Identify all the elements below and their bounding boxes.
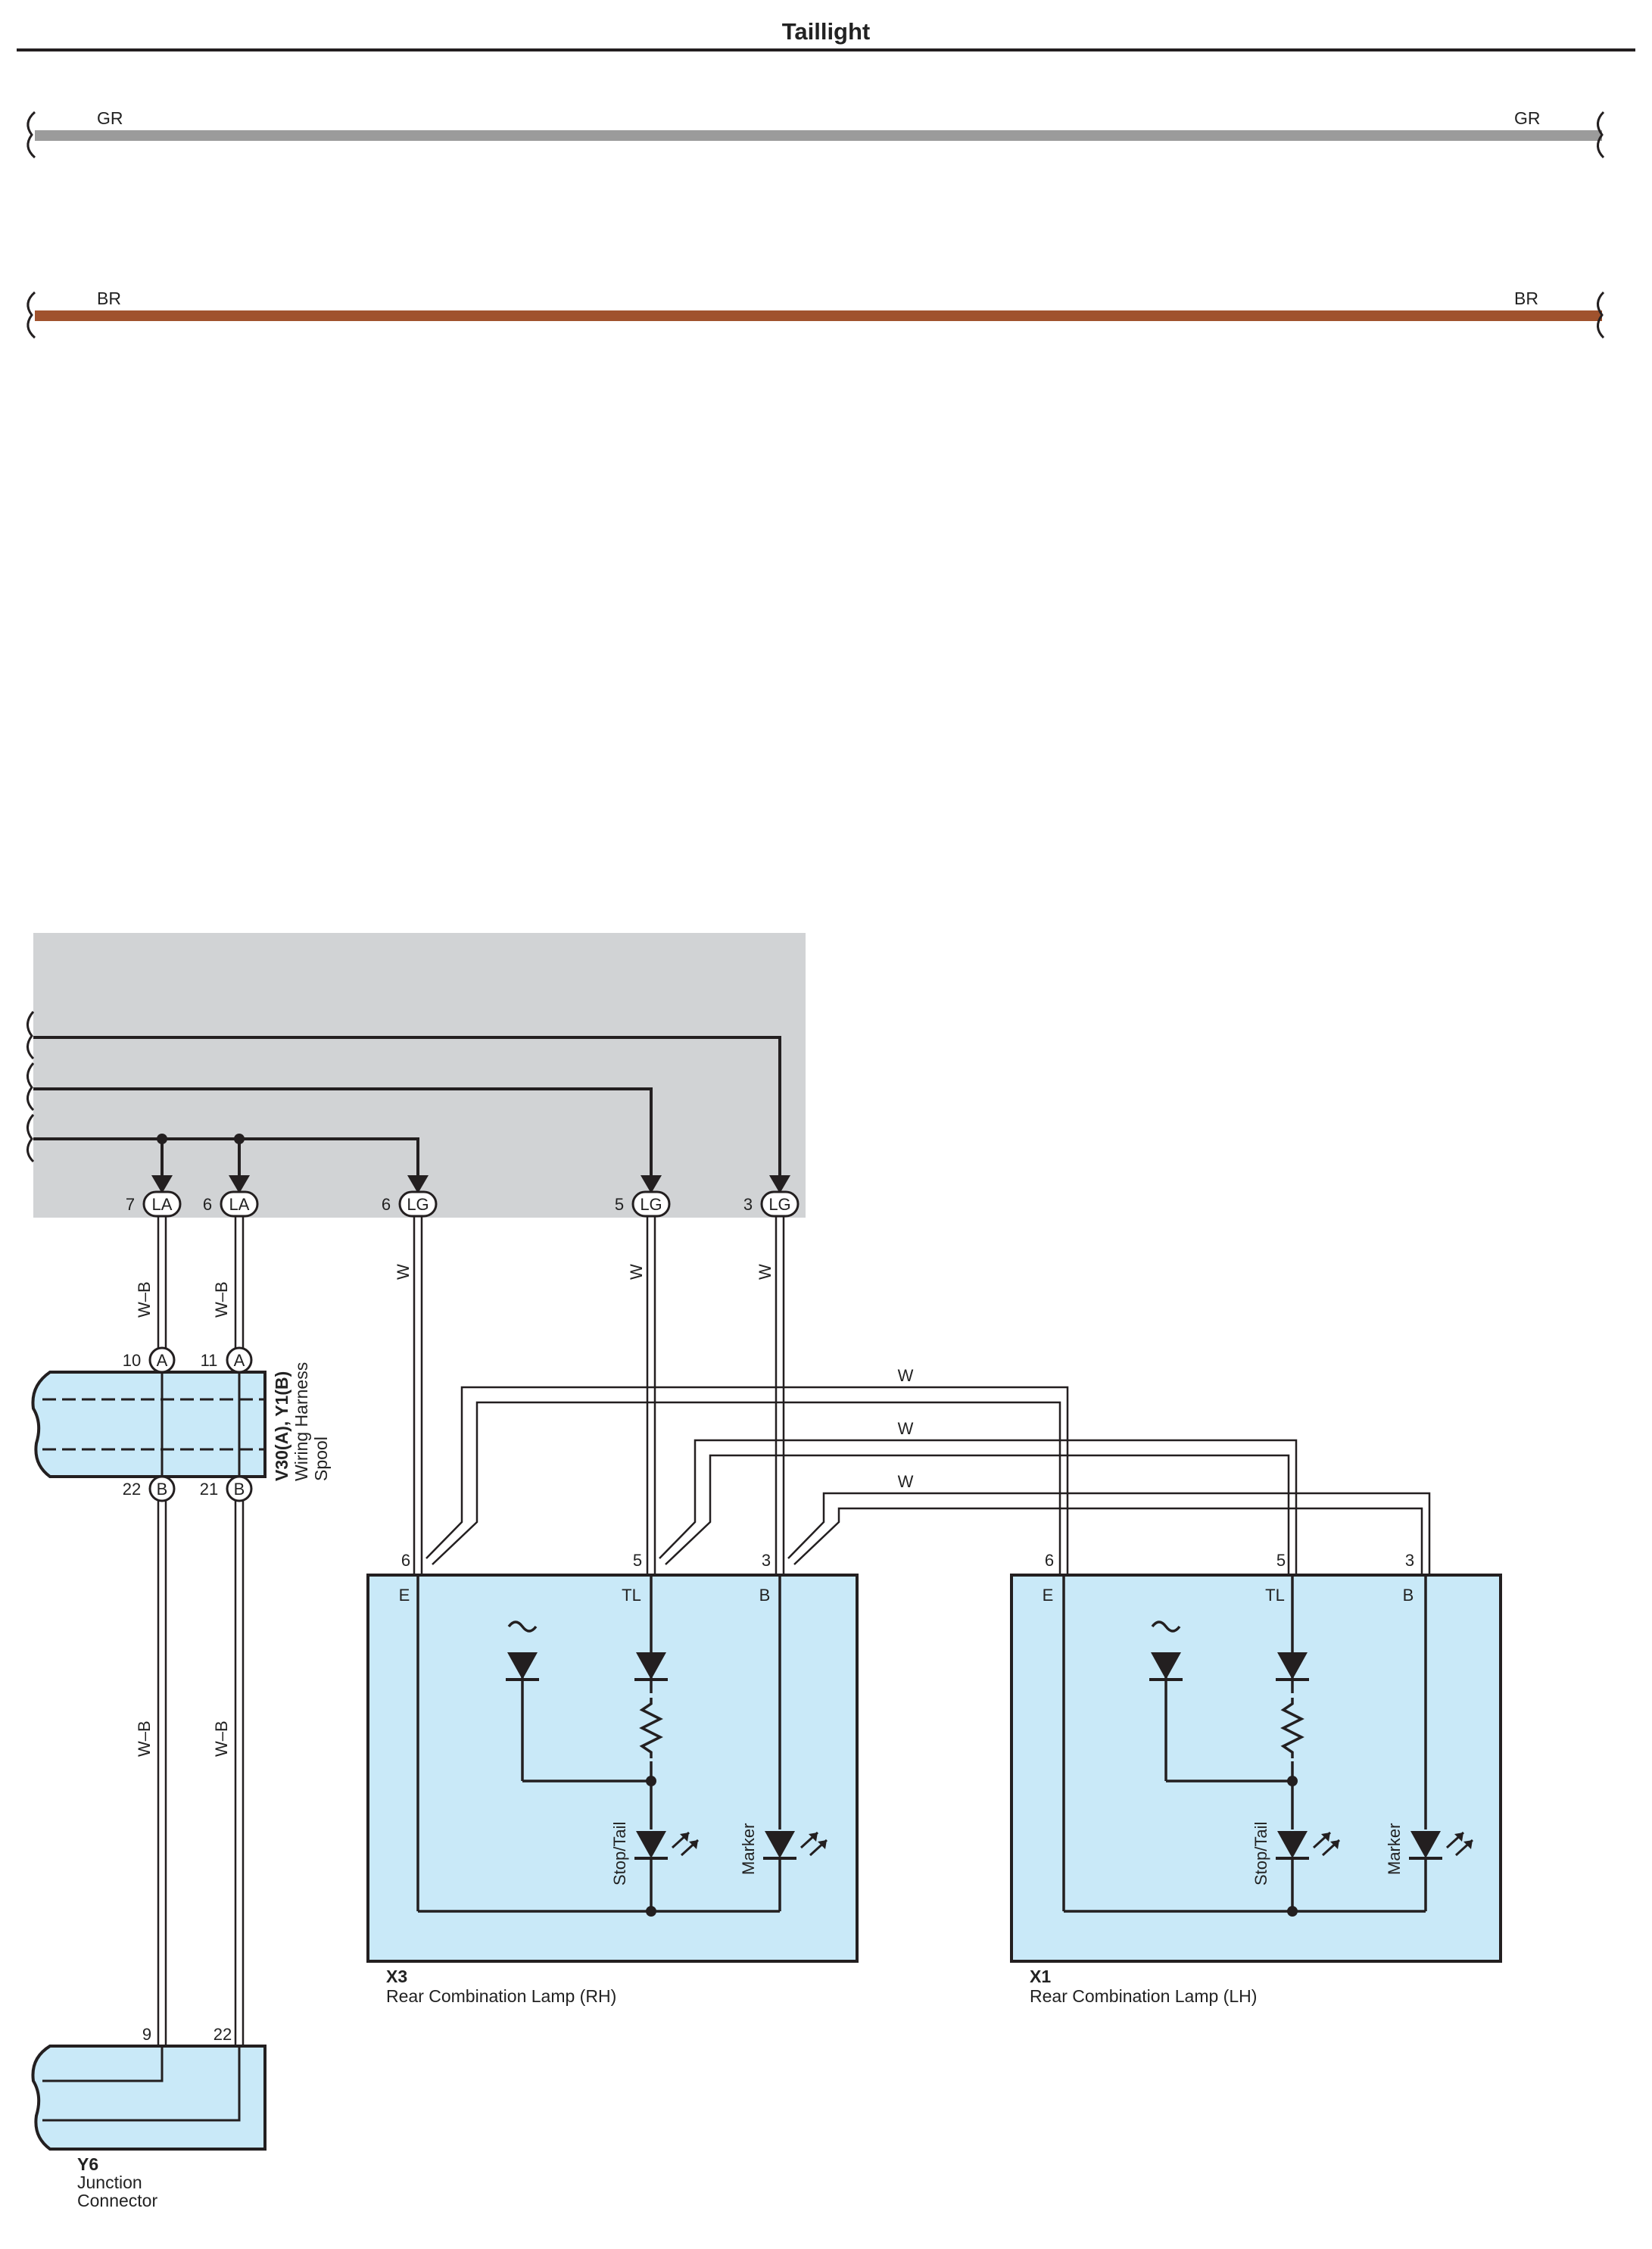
svg-text:Stop/Tail: Stop/Tail [1251, 1822, 1270, 1886]
wiring-harness-spool: A 10 A 11 B 22 B 21 V30(A), Y1(B) Wiring… [31, 1346, 331, 1502]
w-wires-x1 [425, 1386, 1431, 1574]
wire-label-w: W [898, 1419, 914, 1438]
lamp-x3-id: X3 [386, 1967, 407, 1986]
connector-pin-lg3: LG 3 [743, 1190, 800, 1218]
junction-id: Y6 [77, 2154, 98, 2174]
svg-text:TL: TL [622, 1586, 641, 1605]
wire-label-w: W [898, 1472, 914, 1491]
wire-label-w: W [898, 1366, 914, 1385]
bus-br-break-right [1597, 291, 1605, 339]
svg-text:TL: TL [1265, 1586, 1285, 1605]
svg-text:LG: LG [407, 1195, 429, 1214]
svg-text:22: 22 [214, 2025, 232, 2044]
spool-name: Wiring Harness [291, 1362, 311, 1481]
svg-text:5: 5 [1276, 1551, 1286, 1570]
wire-label-wb: W–B [212, 1720, 231, 1757]
svg-text:6: 6 [203, 1195, 212, 1214]
lamp-x3-name: Rear Combination Lamp (RH) [386, 1986, 616, 2006]
wire-label-w: W [756, 1264, 775, 1280]
svg-text:LG: LG [640, 1195, 662, 1214]
svg-text:Marker: Marker [739, 1823, 758, 1875]
bus-br-label-left: BR [97, 289, 121, 308]
splice-dot [157, 1134, 167, 1144]
wb-wires [157, 1216, 245, 2045]
junction-name: Junction [77, 2173, 142, 2192]
svg-text:Marker: Marker [1385, 1823, 1404, 1875]
svg-text:9: 9 [142, 2025, 151, 2044]
svg-text:3: 3 [1405, 1551, 1414, 1570]
connector-pin-la7: LA 7 [126, 1190, 182, 1218]
svg-text:7: 7 [126, 1195, 135, 1214]
bus-br-wire [35, 310, 1602, 321]
svg-text:B: B [234, 1480, 245, 1499]
connector-pin-la6: LA 6 [203, 1190, 259, 1218]
svg-text:B: B [1403, 1586, 1414, 1605]
wire-label-wb: W–B [212, 1281, 231, 1318]
wire-label-wb: W–B [135, 1281, 154, 1318]
wire-label-w: W [627, 1264, 646, 1280]
svg-text:A: A [234, 1351, 245, 1370]
svg-text:6: 6 [382, 1195, 391, 1214]
svg-text:3: 3 [762, 1551, 771, 1570]
junction-connector-y6: 9 22 Y6 Junction Connector [31, 2025, 267, 2210]
bus-br: BR BR [26, 289, 1605, 339]
svg-text:6: 6 [1045, 1551, 1054, 1570]
splice-dot [234, 1134, 245, 1144]
bus-gr-label-left: GR [97, 108, 123, 128]
svg-text:5: 5 [615, 1195, 624, 1214]
bus-gr: GR GR [26, 108, 1605, 159]
lamp-x3: 6 5 3 E TL B Stop/Tail Marker X3 Rear Co… [366, 1551, 859, 2006]
svg-text:11: 11 [201, 1351, 218, 1370]
svg-text:B: B [157, 1480, 168, 1499]
svg-text:LA: LA [229, 1195, 250, 1214]
svg-text:A: A [157, 1351, 168, 1370]
junction-name: Connector [77, 2191, 157, 2210]
svg-text:LA: LA [152, 1195, 173, 1214]
bus-br-label-right: BR [1514, 289, 1538, 308]
page-title: Taillight [782, 18, 871, 45]
bus-gr-break-left [26, 111, 36, 159]
svg-text:21: 21 [200, 1480, 218, 1499]
svg-text:Stop/Tail: Stop/Tail [610, 1822, 629, 1886]
svg-text:E: E [1043, 1586, 1054, 1605]
bus-gr-label-right: GR [1514, 108, 1541, 128]
connector-arrows [151, 1175, 790, 1193]
svg-text:22: 22 [123, 1480, 141, 1499]
lamp-x1: 6 5 3 E TL B Stop/Tail Marker X1 Rear Co… [1010, 1551, 1502, 2006]
svg-text:3: 3 [743, 1195, 753, 1214]
spool-name: V30(A), Y1(B) [272, 1371, 291, 1481]
bus-gr-break-right [1597, 111, 1605, 159]
svg-text:6: 6 [401, 1551, 410, 1570]
w-wires-x3 [413, 1216, 785, 1574]
svg-text:B: B [759, 1586, 771, 1605]
bus-gr-wire [35, 130, 1602, 141]
lamp-x1-name: Rear Combination Lamp (LH) [1030, 1986, 1257, 2006]
connector-pin-lg6: LG 6 [382, 1190, 438, 1218]
svg-text:10: 10 [123, 1351, 141, 1370]
svg-text:E: E [399, 1586, 410, 1605]
wire-label-wb: W–B [135, 1720, 154, 1757]
lamp-x1-id: X1 [1030, 1967, 1051, 1986]
bus-br-break-left [26, 291, 36, 339]
svg-text:LG: LG [768, 1195, 790, 1214]
connector-pin-lg5: LG 5 [615, 1190, 671, 1218]
spool-name: Spool [311, 1436, 331, 1481]
svg-text:5: 5 [633, 1551, 642, 1570]
wire-label-w: W [394, 1264, 413, 1280]
